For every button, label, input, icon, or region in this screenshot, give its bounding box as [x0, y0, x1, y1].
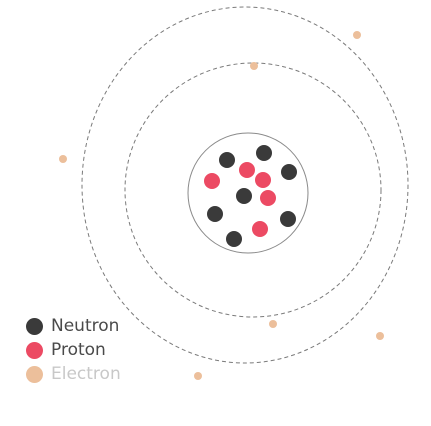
nucleus [187, 132, 309, 254]
neutron [281, 164, 297, 180]
electron [59, 155, 67, 163]
electron-shells [81, 6, 409, 364]
inner-shell-orbit [124, 62, 382, 318]
neutron [280, 211, 296, 227]
neutron [226, 231, 242, 247]
legend-label-proton: Proton [51, 340, 106, 360]
proton [255, 172, 271, 188]
electron [250, 62, 258, 70]
legend-label-neutron: Neutron [51, 316, 120, 336]
neutron [256, 145, 272, 161]
legend: Neutron Proton Electron [26, 314, 121, 386]
proton [239, 162, 255, 178]
outer-shell-orbit [81, 6, 409, 364]
electron [269, 320, 277, 328]
neutron [236, 188, 252, 204]
proton [260, 190, 276, 206]
neutron [219, 152, 235, 168]
electrons [59, 31, 384, 380]
proton [252, 221, 268, 237]
legend-label-electron: Electron [51, 364, 121, 384]
neutron-swatch [26, 317, 43, 335]
proton [204, 173, 220, 189]
electron [353, 31, 361, 39]
legend-item-proton: Proton [26, 338, 121, 362]
legend-item-electron: Electron [26, 362, 121, 386]
electron [194, 372, 202, 380]
nucleus-boundary [187, 132, 309, 254]
proton-swatch [26, 341, 43, 359]
electron-swatch [26, 365, 43, 383]
electron [376, 332, 384, 340]
neutron [207, 206, 223, 222]
legend-item-neutron: Neutron [26, 314, 121, 338]
